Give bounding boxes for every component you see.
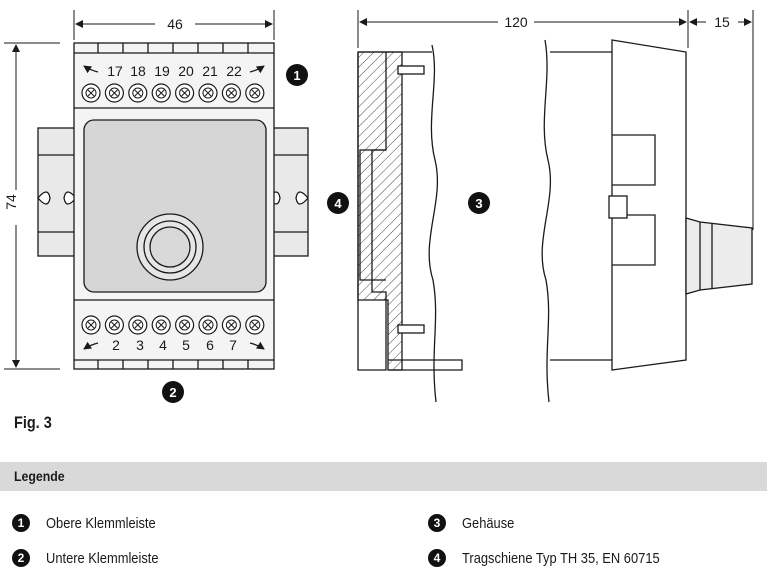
- dimension-knob-label: 15: [714, 14, 730, 30]
- legend-number: 2: [12, 549, 30, 567]
- dimension-width: [73, 10, 275, 40]
- screw-slot: [251, 89, 259, 97]
- dimension-knob: [689, 10, 754, 230]
- dimension-width-label: 46: [167, 16, 183, 32]
- terminal-label: 20: [178, 63, 194, 79]
- svg-text:3: 3: [475, 196, 482, 211]
- callout-3: 3: [468, 192, 490, 214]
- screw-slot: [181, 321, 188, 329]
- dimension-height-label: 74: [3, 194, 19, 210]
- screw-slot: [134, 321, 142, 329]
- legend-title: Legende: [14, 468, 65, 484]
- terminal-label: 5: [182, 337, 190, 353]
- side-steps: [612, 134, 656, 266]
- screw-slot: [228, 89, 235, 97]
- legend-item-2: 2 Untere Klemmleiste: [12, 547, 177, 569]
- svg-text:4: 4: [334, 196, 342, 211]
- legend-text: Tragschiene Typ TH 35, EN 60715: [462, 549, 660, 567]
- knob-side: [685, 217, 753, 295]
- legend-number: 3: [428, 514, 446, 532]
- legend-text: Obere Klemmleiste: [46, 514, 156, 532]
- din-rail-front: [37, 127, 309, 257]
- screw-slot: [111, 321, 118, 329]
- legend-item-1: 1 Obere Klemmleiste: [12, 512, 174, 534]
- upper-terminal-block: [74, 43, 274, 109]
- side-window: [608, 195, 628, 219]
- dimension-height: [4, 42, 60, 370]
- terminal-label: 21: [202, 63, 218, 79]
- lower-terminal-labels: 2 3 4 5 6 7: [112, 337, 237, 353]
- svg-text:1: 1: [293, 68, 300, 83]
- screw-slot: [134, 89, 142, 97]
- lower-terminal-block: [74, 299, 274, 369]
- technical-drawing: 17 18 19 20 21 22 2 3 4 5 6 7 46 74 1 2: [3, 10, 754, 403]
- screw-slot: [204, 89, 212, 97]
- legend-text: Gehäuse: [462, 514, 515, 532]
- terminal-label: 19: [154, 63, 170, 79]
- screw-slot: [87, 321, 95, 329]
- knob-center: [149, 226, 191, 268]
- terminal-label: 22: [226, 63, 242, 79]
- terminal-label: 4: [159, 337, 167, 353]
- screw-slot: [204, 321, 212, 329]
- terminal-label: 18: [130, 63, 146, 79]
- terminal-label: 17: [107, 63, 123, 79]
- callout-4: 4: [327, 192, 349, 214]
- legend-number: 1: [12, 514, 30, 532]
- screw-slot: [87, 89, 95, 97]
- rail-clip: [359, 149, 386, 281]
- side-view: [357, 39, 753, 403]
- screw-slot: [157, 321, 165, 329]
- dimension-depth-label: 120: [504, 14, 528, 30]
- terminal-label: 2: [112, 337, 120, 353]
- figure-label: Fig. 3: [14, 413, 52, 432]
- screw-slot: [228, 321, 235, 329]
- legend-item-4: 4 Tragschiene Typ TH 35, EN 60715: [428, 547, 692, 569]
- terminal-label: 6: [206, 337, 214, 353]
- legend-item-3: 3 Gehäuse: [428, 512, 523, 534]
- front-panel: [83, 119, 267, 293]
- legend-header: Legende: [0, 462, 767, 491]
- terminal-label: 3: [136, 337, 144, 353]
- upper-screws: [81, 83, 265, 103]
- legend-number: 4: [428, 549, 446, 567]
- screw-slot: [251, 321, 259, 329]
- lower-screws: [81, 315, 265, 335]
- screw-slot: [111, 89, 118, 97]
- dimension-depth: [357, 10, 689, 48]
- front-view: [37, 42, 309, 370]
- upper-terminal-labels: 17 18 19 20 21 22: [107, 63, 242, 79]
- callout-2: 2: [162, 381, 184, 403]
- svg-text:2: 2: [169, 385, 176, 400]
- screw-slot: [181, 89, 188, 97]
- terminal-label: 7: [229, 337, 237, 353]
- screw-slot: [157, 89, 165, 97]
- callout-1: 1: [286, 64, 308, 86]
- legend-text: Untere Klemmleiste: [46, 549, 159, 567]
